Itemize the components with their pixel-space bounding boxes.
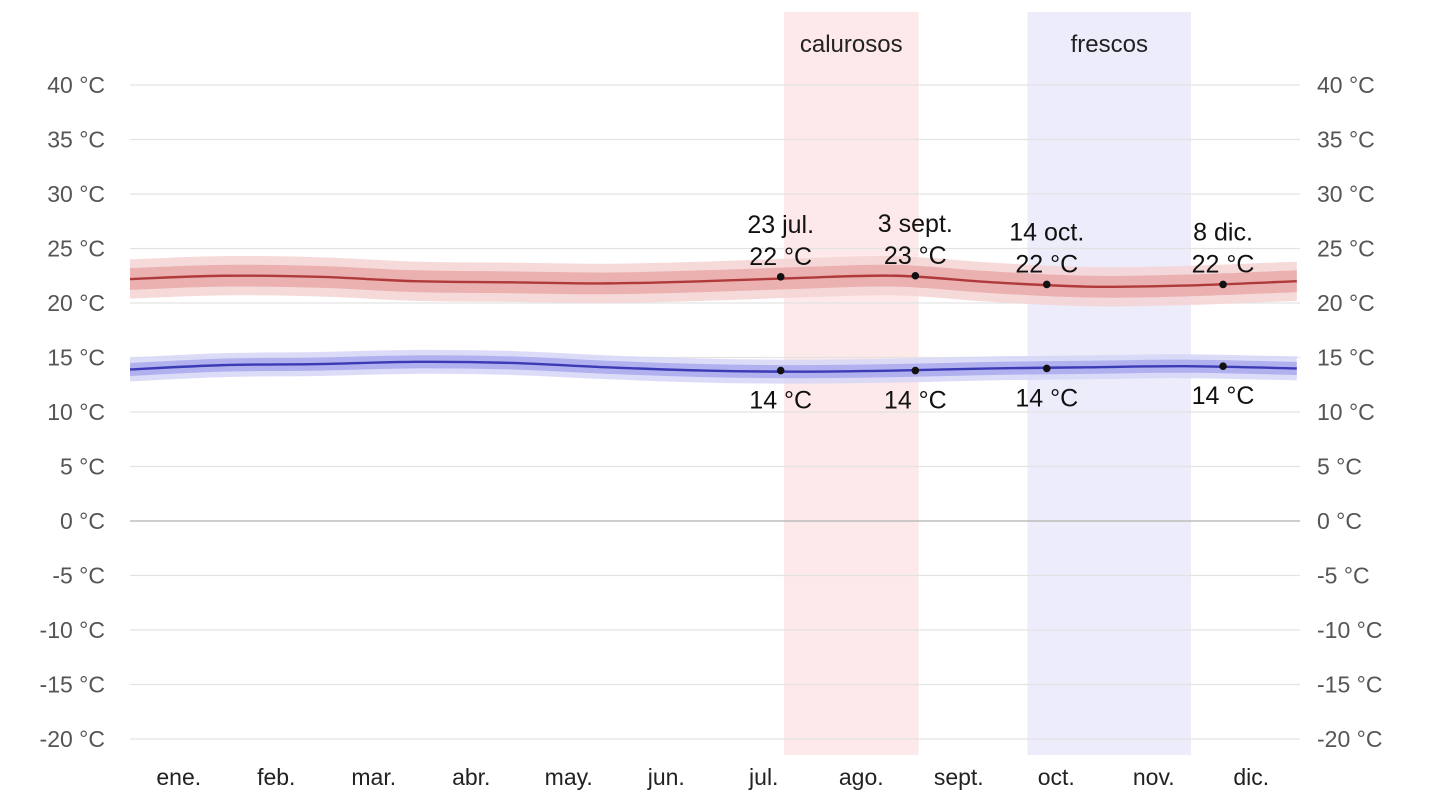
annotation-low-value: 14 °C xyxy=(1015,384,1078,412)
y-tick-label-left: -20 °C xyxy=(40,726,105,752)
annotation-high-point xyxy=(1042,280,1051,289)
y-tick-label-right: 10 °C xyxy=(1317,399,1375,425)
annotation-date: 3 sept. xyxy=(878,210,953,238)
annotation-low-point xyxy=(776,366,785,375)
y-tick-label-left: 40 °C xyxy=(47,72,105,98)
annotation-high-value: 22 °C xyxy=(1015,250,1078,278)
y-tick-label-left: 10 °C xyxy=(47,399,105,425)
x-axis-months: ene. feb. mar. abr. may. jun. jul. ago. sept. oct… xyxy=(156,764,1269,790)
season-band-cool xyxy=(1027,12,1192,755)
annotations: 23 jul. 22 °C 14 °C 3 sept. 23 °C 14 °C 14 oct… xyxy=(747,210,1254,415)
month-label: feb. xyxy=(257,764,295,790)
annotation-high-value: 22 °C xyxy=(1192,250,1255,278)
y-tick-label-left: 30 °C xyxy=(47,181,105,207)
season-bands: calurosos frescos xyxy=(783,12,1192,755)
annotation-high-value: 23 °C xyxy=(884,242,947,270)
annotation-date: 14 oct. xyxy=(1009,218,1084,246)
annotation-low-point xyxy=(911,366,920,375)
annotation-date: 23 jul. xyxy=(747,211,814,239)
low-line xyxy=(129,360,1297,373)
annotation-high-point xyxy=(776,273,785,281)
y-tick-label-right: -5 °C xyxy=(1317,563,1370,589)
annotation-high-point xyxy=(911,271,920,280)
y-tick-label-right: 0 °C xyxy=(1317,508,1362,534)
annotation-low-value: 14 °C xyxy=(749,387,812,415)
y-tick-label-left: 25 °C xyxy=(47,236,105,262)
month-label: abr. xyxy=(452,764,490,790)
season-label-cool: frescos xyxy=(1071,31,1148,58)
y-tick-label-right: 15 °C xyxy=(1317,345,1375,371)
annotation-high-value: 22 °C xyxy=(749,243,812,271)
annotation-high-point xyxy=(1219,280,1227,289)
y-axis-right: 40 °C 35 °C 30 °C 25 °C 20 °C 15 °C 10 °C 5 °C 0… xyxy=(1317,72,1382,752)
season-label-hot: calurosos xyxy=(800,31,903,58)
month-label: jul. xyxy=(748,764,778,790)
high-line xyxy=(129,274,1297,289)
y-tick-label-right: 30 °C xyxy=(1317,181,1375,207)
y-tick-label-left: -15 °C xyxy=(40,672,105,698)
temperature-lines xyxy=(129,274,1297,373)
month-label: nov. xyxy=(1133,764,1175,790)
annotation-low-value: 14 °C xyxy=(1192,382,1255,410)
y-tick-label-left: -5 °C xyxy=(52,563,105,589)
y-tick-label-right: 20 °C xyxy=(1317,290,1375,316)
y-tick-label-right: 40 °C xyxy=(1317,72,1375,98)
y-axis-left: 40 °C 35 °C 30 °C 25 °C 20 °C 15 °C 10 °C 5 °C 0… xyxy=(40,72,105,752)
month-label: ene. xyxy=(156,764,201,790)
y-tick-label-right: -20 °C xyxy=(1317,726,1382,752)
y-tick-label-right: 25 °C xyxy=(1317,236,1375,262)
y-tick-label-left: 0 °C xyxy=(60,508,105,534)
y-tick-label-right: -10 °C xyxy=(1317,617,1382,643)
month-label: jun. xyxy=(647,764,685,790)
y-tick-label-left: 15 °C xyxy=(47,345,105,371)
annotation-low-value: 14 °C xyxy=(884,387,947,415)
y-tick-label-left: -10 °C xyxy=(40,617,105,643)
y-tick-label-left: 35 °C xyxy=(47,127,105,153)
y-tick-label-right: 35 °C xyxy=(1317,127,1375,153)
y-tick-label-right: 5 °C xyxy=(1317,454,1362,480)
annotation-low-point xyxy=(1219,362,1227,371)
y-tick-label-left: 20 °C xyxy=(47,290,105,316)
y-tick-label-right: -15 °C xyxy=(1317,672,1382,698)
annotation-low-point xyxy=(1042,364,1051,373)
y-tick-label-left: 5 °C xyxy=(60,454,105,480)
month-label: ago. xyxy=(839,764,884,790)
month-label: oct. xyxy=(1038,764,1075,790)
month-label: dic. xyxy=(1233,764,1269,790)
annotation-date: 8 dic. xyxy=(1193,218,1253,246)
month-label: mar. xyxy=(351,764,396,790)
month-label: may. xyxy=(545,764,593,790)
month-label: sept. xyxy=(934,764,984,790)
